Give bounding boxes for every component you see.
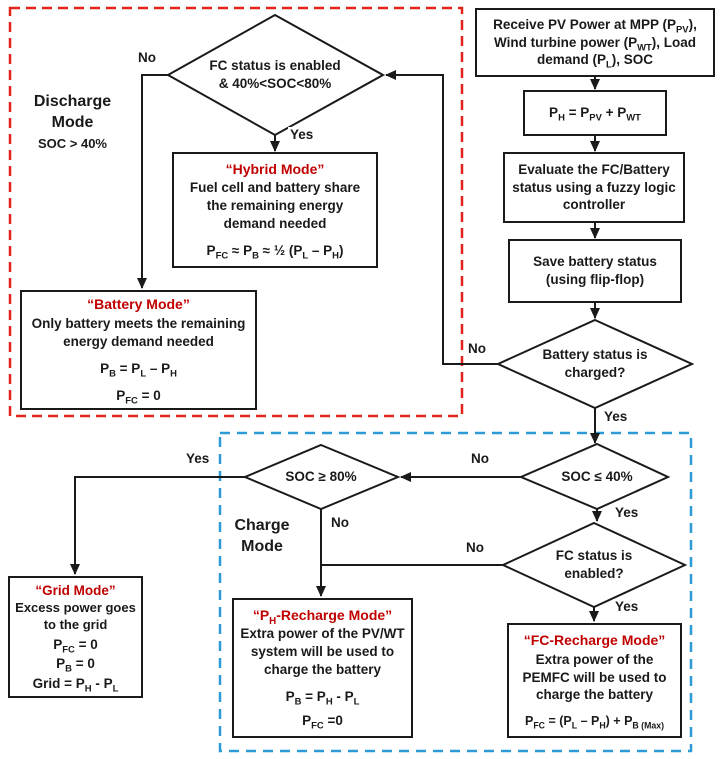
battery-mode-body: Only battery meets the remaining energy … [31, 315, 246, 349]
ph-recharge-mode-title: “PH-Recharge Mode” [252, 606, 393, 627]
charge-mode-boundary [218, 431, 693, 753]
branch-label-yes-fcsoc: Yes [288, 127, 316, 142]
charge-mode-title-line2: Mode [241, 537, 283, 555]
branch-label-no-socge80: No [329, 515, 351, 530]
grid-mode-title: “Grid Mode” [35, 582, 116, 598]
receive-inputs-text: Receive PV Power at MPP (PPV), Wind turb… [493, 16, 697, 72]
battery-mode-box: “Battery Mode” Only battery meets the re… [20, 290, 257, 410]
branch-label-yes-socge80: Yes [184, 451, 212, 466]
charge-mode-region-label: Charge Mode [202, 516, 322, 558]
fc-enabled-decision-text: FC status is enabled? [555, 548, 633, 581]
battery-charged-decision-diamond [495, 318, 695, 410]
fc-soc-decision-text: FC status is enabled & 40%<SOC<80% [209, 58, 341, 91]
hybrid-mode-formula: PFC ≈ PB ≈ ½ (PL – PH) [206, 243, 344, 262]
save-battery-status-box: Save battery status (using flip-flop) [508, 239, 682, 303]
fc-recharge-mode-box: “FC-Recharge Mode” Extra power of the PE… [507, 623, 682, 738]
hybrid-mode-body: Fuel cell and battery share the remainin… [189, 180, 361, 232]
connector-socge80-yes-to-grid [70, 476, 245, 575]
battery-charged-decision-text: Battery status is charged? [542, 347, 648, 380]
soc-le-40-decision-diamond [518, 442, 671, 511]
ph-recharge-mode-formula-2: PFC =0 [302, 713, 343, 732]
battery-mode-formula-2: PFC = 0 [116, 387, 161, 407]
hybrid-mode-box: “Hybrid Mode” Fuel cell and battery shar… [172, 152, 378, 268]
fuzzy-evaluate-box: Evaluate the FC/Battery status using a f… [503, 152, 685, 223]
grid-mode-formula-1: PFC = 0 [53, 636, 98, 656]
fc-soc-decision-diamond [165, 13, 386, 137]
fc-recharge-mode-title: “FC-Recharge Mode” [523, 631, 666, 648]
battery-mode-formula-1: PB = PL – PH [100, 360, 177, 380]
battery-mode-title: “Battery Mode” [87, 296, 190, 313]
discharge-mode-region-label: Discharge Mode SOC > 40% [15, 92, 130, 152]
fc-enabled-decision-diamond [500, 521, 688, 609]
receive-inputs-box: Receive PV Power at MPP (PPV), Wind turb… [475, 8, 715, 77]
fc-recharge-mode-formula: PFC = (PL – PH) + PB (Max) [524, 714, 665, 731]
fc-recharge-mode-body: Extra power of the PEMFC will be used to… [522, 651, 667, 703]
soc-le-40-decision-text: SOC ≤ 40% [561, 469, 633, 485]
save-battery-status-text: Save battery status (using flip-flop) [533, 254, 657, 287]
branch-label-no-fcsoc: No [136, 50, 158, 65]
grid-mode-formula-3: Grid = PH - PL [32, 675, 119, 695]
branch-label-no-batterycharged: No [466, 341, 488, 356]
ph-recharge-mode-body: Extra power of the PV/WT system will be … [240, 626, 405, 678]
discharge-mode-boundary [8, 6, 464, 418]
connector-battery-charged-no [385, 70, 498, 365]
ph-recharge-mode-box: “PH-Recharge Mode” Extra power of the PV… [232, 598, 413, 738]
branch-label-no-socle40: No [469, 451, 491, 466]
soc-ge-80-decision-text: SOC ≥ 80% [285, 469, 357, 485]
branch-label-yes-batterycharged: Yes [602, 409, 630, 424]
grid-mode-body: Excess power goes to the grid [15, 600, 136, 632]
hybrid-power-sum-box: PH = PPV + PWT [523, 90, 667, 136]
fuzzy-evaluate-text: Evaluate the FC/Battery status using a f… [512, 161, 676, 213]
branch-label-yes-socle40: Yes [613, 505, 641, 520]
connector-fcsoc-no-to-battery-mode [137, 74, 168, 289]
discharge-mode-title-line2: Mode [51, 113, 94, 131]
grid-mode-box: “Grid Mode” Excess power goes to the gri… [8, 576, 143, 698]
charge-mode-title-line1: Charge [234, 517, 290, 534]
discharge-mode-subtitle: SOC > 40% [37, 135, 107, 151]
grid-mode-formula-2: PB = 0 [56, 656, 95, 676]
soc-ge-80-decision-diamond [242, 443, 401, 511]
discharge-mode-title-line1: Discharge [33, 93, 112, 110]
branch-label-yes-fcenabled: Yes [613, 599, 641, 614]
branch-label-no-fcenabled: No [464, 540, 486, 555]
hybrid-mode-title: “Hybrid Mode” [225, 160, 325, 177]
ph-recharge-mode-formula-1: PB = PH - PL [285, 689, 360, 708]
hybrid-power-sum-formula: PH = PPV + PWT [549, 105, 641, 124]
